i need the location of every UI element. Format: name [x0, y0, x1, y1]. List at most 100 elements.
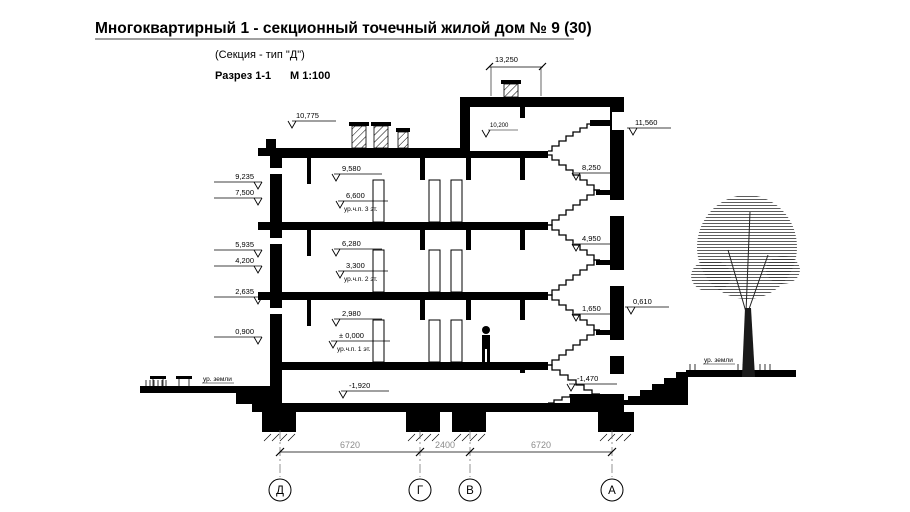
elevation-value: 1,650	[582, 304, 601, 313]
elevation-triangle-icon	[253, 296, 263, 305]
elevation-value: 6,600	[346, 191, 365, 200]
elevation-triangle-icon	[253, 336, 263, 345]
ground-level-label: ур. земли	[203, 376, 232, 383]
axis-label: А	[608, 485, 616, 497]
dimension-label: 6720	[531, 440, 551, 450]
tower-floor-slab	[470, 151, 548, 158]
stair-flight	[548, 154, 600, 191]
elevation-value: 0,900	[235, 327, 254, 336]
elevation-mark: 7,500	[214, 188, 263, 206]
elevation-value: 10,775	[296, 111, 319, 120]
stair-flight	[548, 189, 600, 226]
elevation-triangle-icon	[253, 265, 263, 274]
dimension-line-row: 6720 2400 6720	[275, 430, 617, 477]
elevation-mark: 5,935	[214, 240, 263, 258]
axis-bubbles: Д Г В А	[268, 478, 624, 502]
entrance-steps	[624, 372, 688, 405]
stair-window	[610, 270, 624, 286]
tower-roof-slab	[460, 97, 624, 107]
stair-landing	[596, 190, 610, 195]
elevation-mark: ± 0,000 ур.ч.п. 1 эт.	[328, 331, 390, 353]
vent-stack	[351, 125, 367, 149]
axis-bubble: Г	[408, 478, 432, 502]
stair-flight	[548, 123, 594, 152]
elevation-mark: 4,950	[571, 234, 622, 252]
elevation-mark: 1,650	[571, 304, 622, 322]
drawing-subtitle: (Секция - тип "Д")	[215, 49, 305, 61]
ground-level-label: ур. земли	[704, 357, 733, 364]
elevation-value: 13,250	[495, 55, 518, 64]
dimension-label: 2400	[435, 440, 455, 450]
door	[428, 179, 441, 223]
elevation-mark: 2,635	[214, 287, 263, 305]
elevation-mark: 9,235	[214, 172, 263, 190]
stair-window	[610, 200, 624, 216]
elevation-mark: 0,900	[214, 327, 263, 345]
elevation-value: ± 0,000	[339, 331, 364, 340]
foundation-footing	[598, 412, 634, 432]
elevation-mark: 6,280	[331, 239, 382, 257]
right-wall	[610, 97, 624, 405]
elevation-triangle-icon	[328, 340, 338, 349]
elevation-value: 9,580	[342, 164, 361, 173]
foundation-footing	[262, 412, 296, 432]
elevation-value: 3,300	[346, 261, 365, 270]
elevation-value: 7,500	[235, 188, 254, 197]
stair-flight	[548, 259, 600, 296]
elevation-value: 2,635	[235, 287, 254, 296]
elevation-value: 5,935	[235, 240, 254, 249]
elevation-value: 8,250	[582, 163, 601, 172]
elevation-mark: -1,470	[566, 374, 617, 392]
entrance-landing	[570, 394, 610, 403]
elevation-triangle-icon	[335, 200, 345, 209]
elevation-mark: 10,200	[481, 123, 518, 138]
elevation-marks-interior: 9,580 6,600 ур.ч.п. 3 эт. 6,280 3,300 ур…	[328, 164, 390, 399]
elevation-mark: 0,610	[625, 297, 669, 315]
door	[428, 319, 441, 363]
stairs	[548, 123, 600, 404]
elevation-note: ур.ч.п. 2 эт.	[344, 276, 378, 283]
elevation-triangle-icon	[253, 197, 263, 206]
stair-landing	[596, 330, 610, 335]
basement-slab	[270, 403, 624, 412]
elevation-value: 10,200	[490, 123, 509, 129]
stair-flight	[548, 329, 600, 366]
elevation-value: 9,235	[235, 172, 254, 181]
elevation-triangle-icon	[571, 172, 581, 181]
left-wall	[270, 148, 282, 405]
elevation-value: 11,560	[635, 118, 657, 127]
view-label: Разрез 1-1	[215, 70, 271, 82]
axis-bubble: В	[458, 478, 482, 502]
floor-slab-3	[282, 222, 548, 230]
stair-flight	[548, 294, 600, 331]
bench	[150, 376, 192, 386]
elevation-triangle-icon	[626, 306, 636, 315]
elevation-note: ур.ч.п. 1 эт.	[337, 346, 371, 353]
tower-left-wall	[460, 107, 470, 151]
elevation-mark: 8,250	[571, 163, 622, 181]
vent-stacks	[349, 80, 521, 149]
elevation-mark: 9,580	[331, 164, 382, 182]
elevation-mark: 10,775	[287, 111, 336, 129]
vent-stack	[373, 125, 389, 149]
elevation-triangle-icon	[331, 318, 341, 327]
elevation-value: 0,610	[633, 297, 652, 306]
elevation-mark: 3,300 ур.ч.п. 2 эт.	[335, 261, 388, 283]
dimension-label: 6720	[340, 440, 360, 450]
elevation-mark: 2,980	[331, 309, 382, 327]
elevation-marks-stairwell: 10,200 8,250 4,950 1,650 -1,470	[481, 123, 622, 392]
elevation-triangle-icon	[287, 120, 297, 129]
stair-flight	[548, 364, 600, 395]
axis-label: Д	[276, 485, 284, 497]
elevation-triangle-icon	[628, 127, 638, 136]
elevation-triangle-icon	[335, 270, 345, 279]
elevation-triangle-icon	[571, 313, 581, 322]
foundation-footing	[452, 412, 486, 432]
ground-left: ур. земли	[140, 376, 270, 412]
elevation-mark: 11,560	[627, 118, 671, 136]
elevation-value: -1,920	[349, 381, 370, 390]
tower-window	[612, 112, 624, 130]
elevation-marks-left: 9,235 7,500 5,935 4,200 2,635 0,900 10,7…	[214, 111, 336, 345]
floor-slab-1	[282, 362, 548, 370]
